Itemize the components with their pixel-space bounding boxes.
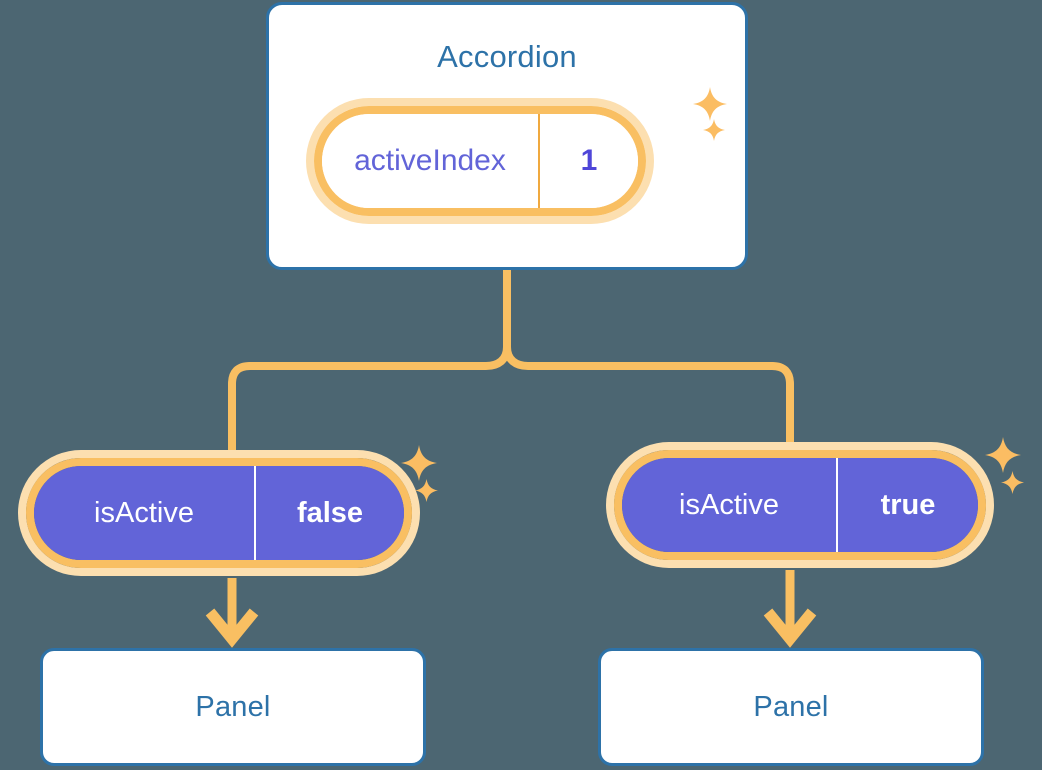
state-key-label: activeIndex [322, 114, 538, 208]
arrow-right-pill-to-panel [763, 570, 817, 648]
component-card-panel-left[interactable]: Panel [40, 648, 426, 766]
component-card-panel-right[interactable]: Panel [598, 648, 984, 766]
prop-value-label-left: false [254, 466, 404, 560]
prop-pill-is-active-true[interactable]: isActive true [614, 450, 986, 560]
arrow-left-pill-to-panel [205, 578, 259, 648]
state-pill-active-index[interactable]: activeIndex 1 [314, 106, 646, 216]
page-title: Accordion [437, 39, 577, 74]
prop-key-label-right: isActive [622, 458, 836, 552]
state-value-label: 1 [538, 114, 638, 208]
connector-root-fork-right [503, 343, 776, 370]
connector-to-right-pill [768, 362, 794, 466]
panel-title-left: Panel [195, 690, 271, 723]
connector-to-left-pill [228, 362, 254, 474]
prop-key-label-left: isActive [34, 466, 254, 560]
panel-title-right: Panel [753, 690, 829, 723]
prop-pill-is-active-false[interactable]: isActive false [26, 458, 412, 568]
connector-root-fork [246, 266, 511, 370]
prop-value-label-right: true [836, 458, 978, 552]
